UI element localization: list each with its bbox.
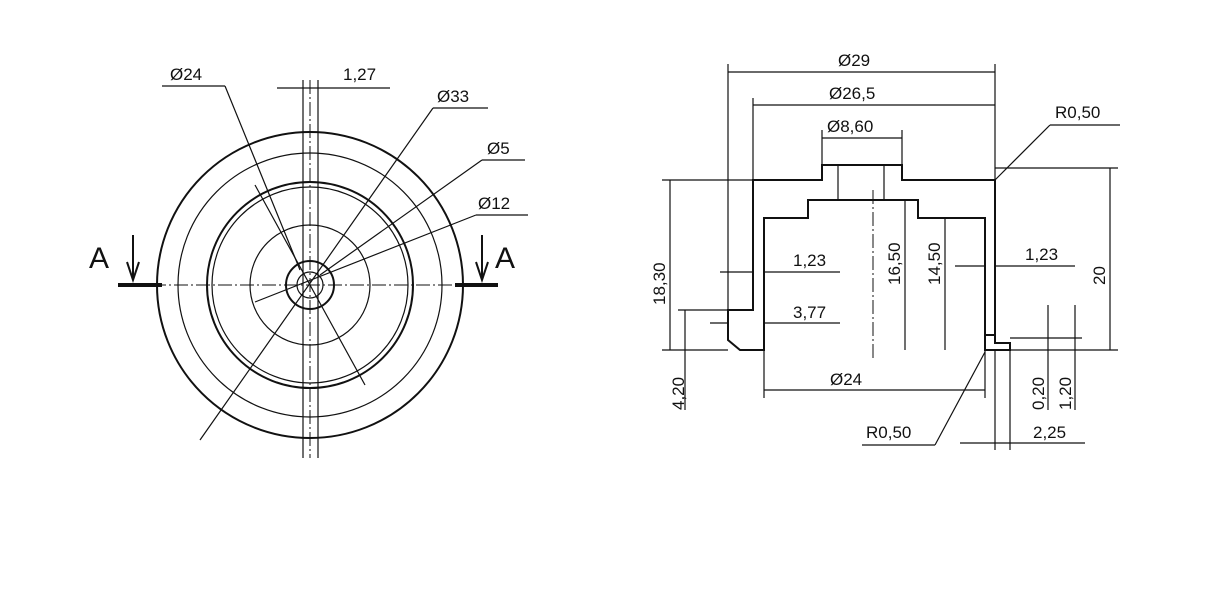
dim-h020: 0,20 — [1029, 377, 1048, 410]
dim-w123-right: 1,23 — [1025, 245, 1058, 264]
section-arrowhead-right — [475, 261, 489, 284]
leader-d24 — [224, 85, 301, 271]
dim-d265: Ø26,5 — [829, 84, 875, 103]
diameter-24-radial-opposite — [254, 184, 311, 286]
leader-d33 — [199, 107, 434, 441]
dim-h420: 4,20 — [669, 377, 688, 410]
dim-d24-section: Ø24 — [830, 370, 862, 389]
section-view: Ø29 Ø26,5 Ø8,60 R0,50 18,30 4,20 1,23 3,… — [650, 51, 1120, 450]
leader-r050-top — [994, 124, 1051, 181]
dim-h1650: 16,50 — [885, 242, 904, 285]
leader-d5 — [319, 159, 483, 276]
front-view: A A Ø24 1,27 Ø33 Ø5 Ø12 — [89, 65, 528, 458]
dim-h1830: 18,30 — [650, 262, 669, 305]
dim-h20: 20 — [1090, 266, 1109, 285]
diameter-24-radial — [309, 284, 366, 386]
dim-w225: 2,25 — [1033, 423, 1066, 442]
dim-w127: 1,27 — [343, 65, 376, 84]
dim-w377: 3,77 — [793, 303, 826, 322]
dim-d29: Ø29 — [838, 51, 870, 70]
dim-r050-bottom: R0,50 — [866, 423, 911, 442]
section-label-left: A — [89, 242, 109, 275]
dim-d12: Ø12 — [478, 194, 510, 213]
section-arrowhead-left — [126, 261, 140, 284]
dim-h120: 1,20 — [1056, 377, 1075, 410]
section-label-right: A — [495, 242, 515, 275]
leader-d12 — [254, 214, 477, 303]
dim-d860: Ø8,60 — [827, 117, 873, 136]
leader-r050-bottom — [934, 351, 986, 446]
dim-d24-front: Ø24 — [170, 65, 202, 84]
right-lip — [984, 334, 1011, 351]
center-hole-section — [837, 164, 885, 201]
dim-d5: Ø5 — [487, 139, 510, 158]
dim-h1450: 14,50 — [925, 242, 944, 285]
dim-r050-top: R0,50 — [1055, 103, 1100, 122]
section-body — [727, 164, 996, 351]
dim-w123-left: 1,23 — [793, 251, 826, 270]
dim-d33: Ø33 — [437, 87, 469, 106]
